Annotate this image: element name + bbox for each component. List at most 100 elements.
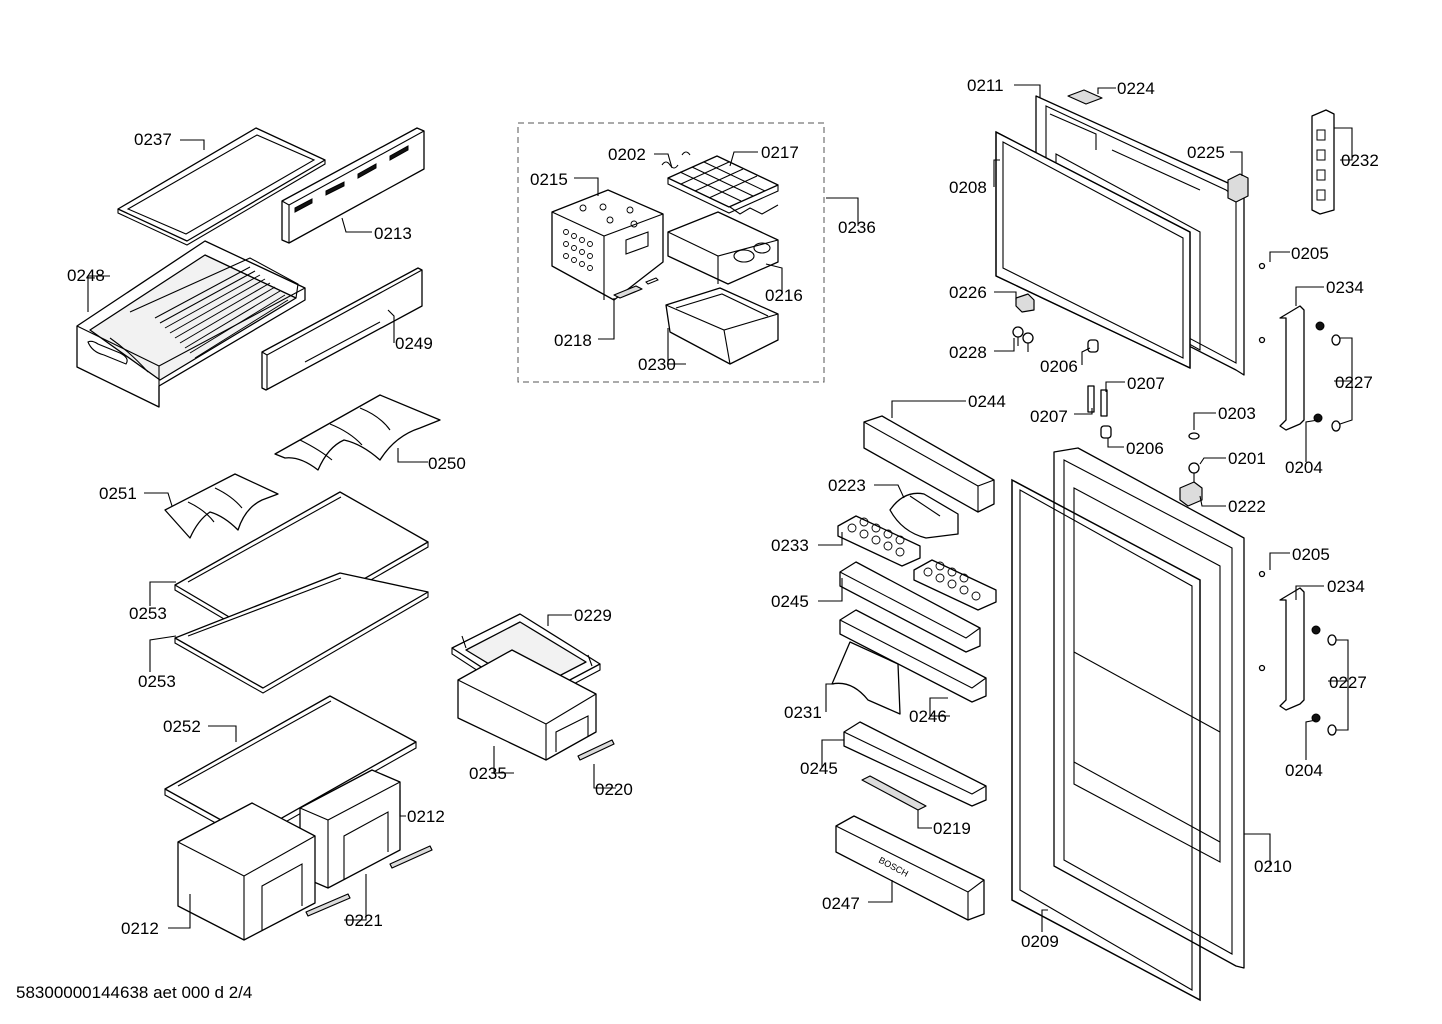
document-reference: 58300000144638 aet 000 d 2/4 — [16, 983, 253, 1002]
callout-0235: 0235 — [469, 764, 507, 783]
callout-0219: 0219 — [933, 819, 971, 838]
callout-0245-lower: 0245 — [800, 759, 838, 778]
part-0251-holder — [164, 473, 279, 539]
part-0212-crisper-left — [177, 802, 316, 941]
part-0225-cover — [1227, 173, 1249, 203]
callout-0202: 0202 — [608, 145, 646, 164]
part-0218-label — [613, 277, 659, 299]
part-0217-ice-tray — [667, 155, 779, 215]
callout-0228: 0228 — [949, 343, 987, 362]
callout-0210: 0210 — [1254, 857, 1292, 876]
part-0234-handle-upper — [1279, 305, 1305, 431]
callout-0248: 0248 — [67, 266, 105, 285]
part-0235-crisper-drawer — [457, 649, 597, 761]
callout-0217: 0217 — [761, 143, 799, 162]
callout-0205-upper: 0205 — [1291, 244, 1329, 263]
callout-0208: 0208 — [949, 178, 987, 197]
callout-0224: 0224 — [1117, 79, 1155, 98]
part-0206-bush-lower — [1100, 425, 1112, 439]
callout-0206-lower: 0206 — [1126, 439, 1164, 458]
callout-0237: 0237 — [134, 130, 172, 149]
part-0234-handle-lower — [1279, 587, 1305, 711]
callout-0207-b: 0207 — [1030, 407, 1068, 426]
part-0248-drawer — [76, 240, 306, 408]
callout-0251: 0251 — [99, 484, 137, 503]
part-0220-rail — [577, 739, 615, 761]
callout-0232: 0232 — [1341, 151, 1379, 170]
callout-0205-lower: 0205 — [1292, 545, 1330, 564]
part-0209-gasket — [1011, 478, 1201, 1002]
callout-0252: 0252 — [163, 717, 201, 736]
callout-0229: 0229 — [574, 606, 612, 625]
part-0237-shelf-frame — [117, 127, 326, 246]
part-0208-gasket — [995, 130, 1191, 370]
part-0245-door-shelf-lower — [843, 721, 987, 807]
callout-0223: 0223 — [828, 476, 866, 495]
part-0233-egg-tray-b — [913, 559, 997, 611]
part-0207-bolts — [1087, 385, 1108, 417]
callout-0226: 0226 — [949, 283, 987, 302]
callout-0206-upper: 0206 — [1040, 357, 1078, 376]
callout-0212-left: 0212 — [121, 919, 159, 938]
part-0221-rails — [305, 845, 433, 917]
part-0247-bottle-bin: BOSCH — [835, 815, 985, 921]
part-0210-fridge-door — [1053, 447, 1245, 969]
part-0245-door-shelf-upper — [839, 561, 981, 653]
callout-0215: 0215 — [530, 170, 568, 189]
part-0219-strip — [861, 775, 927, 811]
callout-0247: 0247 — [822, 894, 860, 913]
part-0236-icebox-group-border — [517, 122, 825, 383]
callout-0209: 0209 — [1021, 932, 1059, 951]
callout-0249: 0249 — [395, 334, 433, 353]
part-0253-glass-shelf-lower — [174, 572, 429, 694]
part-0249-drawer-front — [261, 267, 423, 391]
part-0216-tray-holder — [667, 211, 779, 285]
callout-0250: 0250 — [428, 454, 466, 473]
callout-0227-upper: 0227 — [1335, 373, 1373, 392]
part-0222-block — [1179, 481, 1203, 507]
callout-0212-right: 0212 — [407, 807, 445, 826]
callout-0216: 0216 — [765, 286, 803, 305]
callout-0234-lower: 0234 — [1327, 577, 1365, 596]
part-0223-cover — [889, 492, 959, 539]
callout-0211: 0211 — [967, 76, 1004, 95]
callout-0213: 0213 — [374, 224, 412, 243]
callout-0253-upper: 0253 — [129, 604, 167, 623]
part-0203-plug — [1188, 432, 1200, 440]
callout-0234-upper: 0234 — [1326, 278, 1364, 297]
callout-0244: 0244 — [968, 392, 1006, 411]
callout-0225: 0225 — [1187, 143, 1225, 162]
callout-0207-a: 0207 — [1127, 374, 1165, 393]
callout-0236: 0236 — [838, 218, 876, 237]
part-0246-door-shelf — [839, 609, 987, 703]
part-0213-vent-panel — [281, 127, 425, 244]
handle-fasteners — [1258, 262, 1341, 736]
part-0244-door-shelf — [863, 415, 995, 513]
part-0202-spring — [661, 151, 691, 169]
callout-0204-lower: 0204 — [1285, 761, 1323, 780]
part-0206-bush-upper — [1087, 339, 1099, 353]
part-0201-screw — [1188, 462, 1200, 482]
part-0230-ice-bin — [665, 287, 779, 365]
callout-0245-upper: 0245 — [771, 592, 809, 611]
callout-0220: 0220 — [595, 780, 633, 799]
callout-0222: 0222 — [1228, 497, 1266, 516]
callout-0233: 0233 — [771, 536, 809, 555]
callout-0203: 0203 — [1218, 404, 1256, 423]
callout-0227-lower: 0227 — [1329, 673, 1367, 692]
leader-lines — [87, 84, 1353, 932]
part-0224-cap — [1067, 89, 1103, 105]
callout-0231: 0231 — [784, 703, 822, 722]
part-0215-icebox — [551, 189, 664, 301]
callout-0230: 0230 — [638, 355, 676, 374]
callout-0246: 0246 — [909, 707, 947, 726]
part-0250-holder — [274, 394, 441, 471]
part-0233-egg-tray — [837, 515, 921, 567]
part-0231-flap — [831, 641, 901, 715]
callout-0218: 0218 — [554, 331, 592, 350]
callout-0204-upper: 0204 — [1285, 458, 1323, 477]
part-0226-part — [1015, 293, 1035, 313]
part-0228-screws — [1012, 326, 1034, 352]
part-0232-hinge — [1311, 109, 1335, 215]
